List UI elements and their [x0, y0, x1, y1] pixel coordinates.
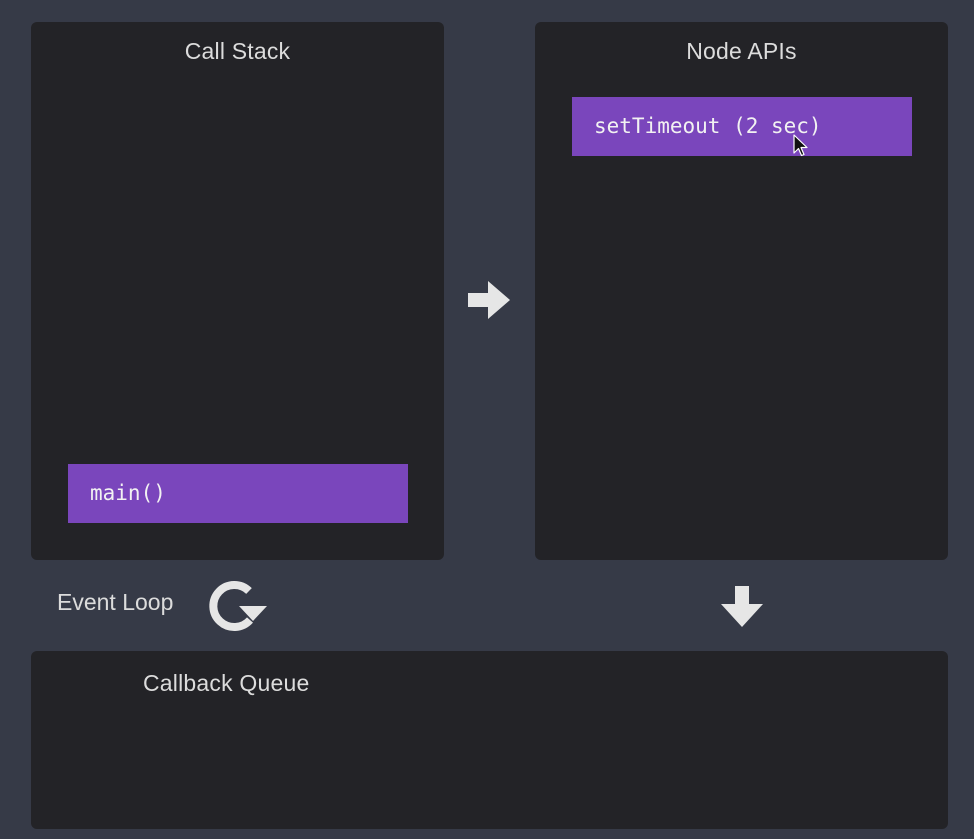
node-apis-panel: Node APIs setTimeout (2 sec): [535, 22, 948, 560]
node-apis-title: Node APIs: [686, 38, 797, 64]
call-stack-panel: Call Stack main(): [31, 22, 444, 560]
arrow-down-icon: [721, 586, 763, 627]
arrow-right-icon: [468, 281, 510, 319]
mouse-cursor-icon: [793, 134, 808, 157]
callback-queue-title: Callback Queue: [143, 670, 310, 696]
callback-queue-panel: Callback Queue: [31, 651, 948, 829]
api-frame-settimeout: setTimeout (2 sec): [572, 97, 912, 156]
stack-frame-main: main(): [68, 464, 408, 523]
call-stack-title: Call Stack: [184, 38, 291, 64]
event-loop-label: Event Loop: [57, 589, 174, 615]
refresh-icon: [209, 581, 267, 632]
